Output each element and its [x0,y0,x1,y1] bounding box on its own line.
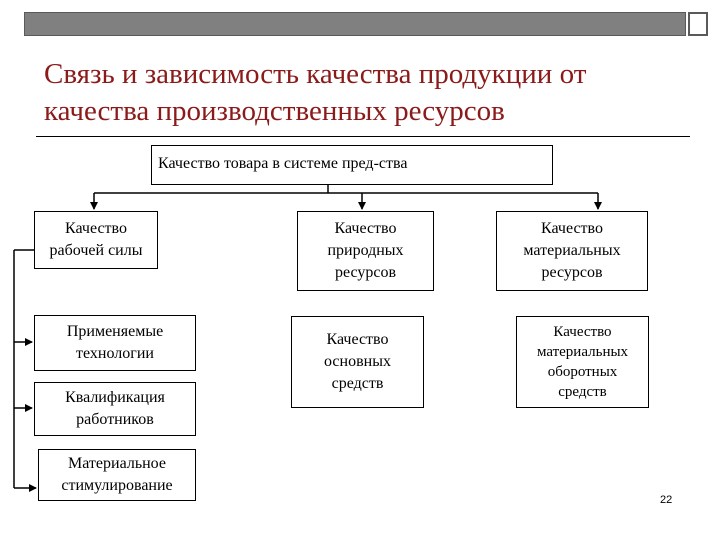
page-number: 22 [660,494,673,506]
technology-label: Применяемые технологии [66,323,164,362]
natural-resources-box: Качество природных ресурсов [297,211,434,291]
header-square [688,12,708,36]
header-bar [24,12,686,36]
labor-quality-box: Качество рабочей силы [34,211,158,269]
material-resources-box: Качество материальных ресурсов [496,211,648,291]
qualification-box: Квалификация работников [34,382,196,436]
stimulation-label: Материальное стимулирование [61,455,173,494]
root-box: Качество товара в системе пред-ства [151,145,553,185]
labor-quality-label: Качество рабочей силы [49,220,143,259]
natural-resources-label: Качество природных ресурсов [327,220,404,281]
fixed-assets-box: Качество основных средств [291,316,424,408]
title-divider [36,136,690,137]
working-capital-box: Качество материальных оборотных средств [516,316,649,408]
root-label: Качество товара в системе пред-ства [158,155,408,172]
working-capital-label: Качество материальных оборотных средств [536,324,629,400]
material-resources-label: Качество материальных ресурсов [523,220,621,281]
technology-box: Применяемые технологии [34,315,196,371]
slide-title: Связь и зависимость качества продукции о… [44,58,587,127]
stimulation-box: Материальное стимулирование [38,449,196,501]
fixed-assets-label: Качество основных средств [324,331,391,392]
qualification-label: Квалификация работников [65,389,165,428]
